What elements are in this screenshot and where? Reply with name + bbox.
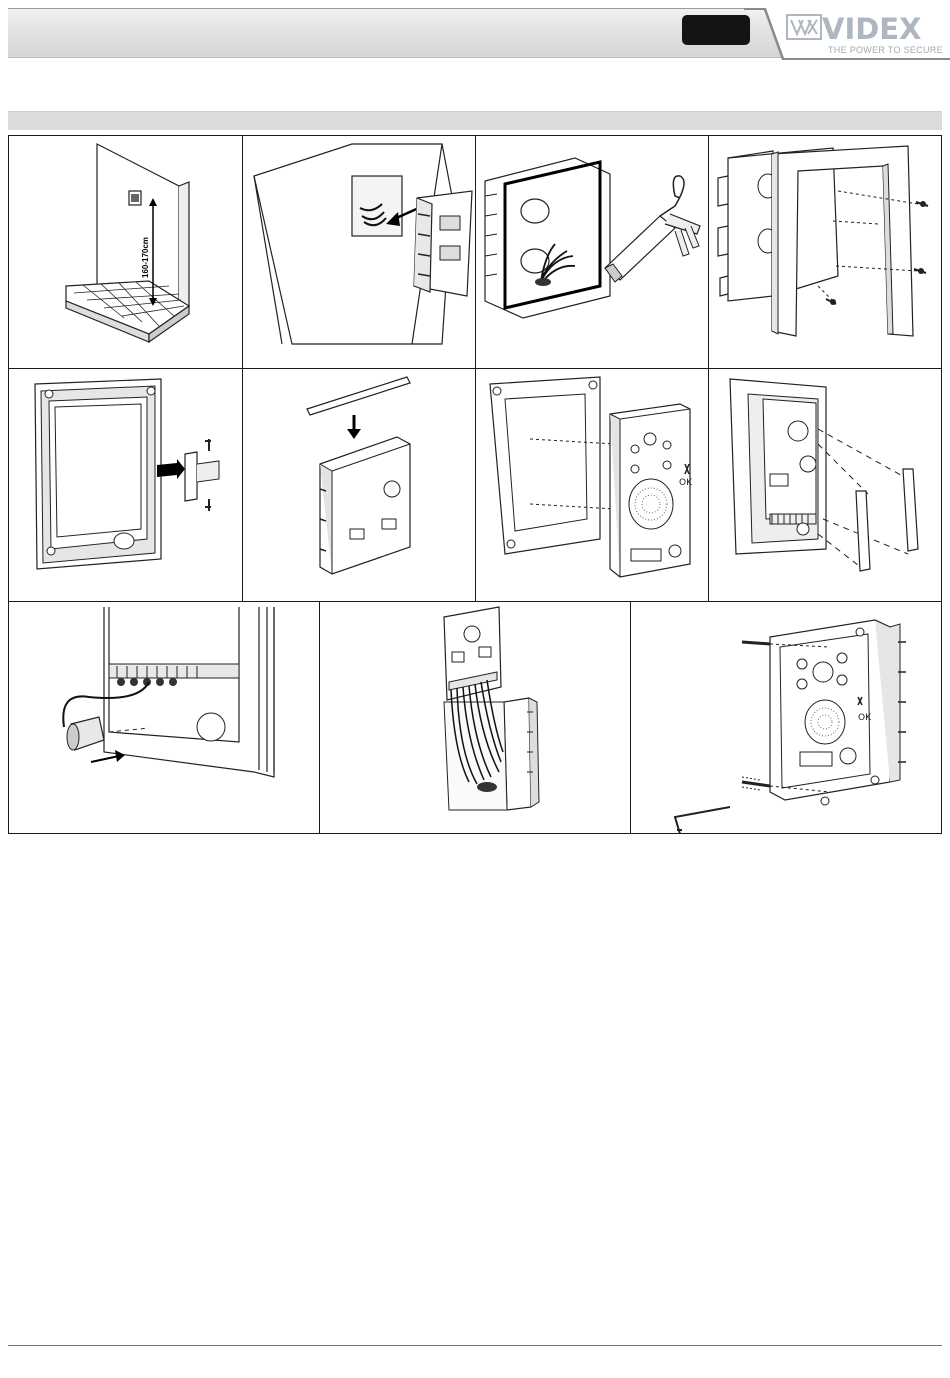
videx-logo: VIDEX THE POWER TO SECURE — [784, 8, 946, 60]
height-label: 160-170cm — [141, 237, 150, 278]
footer-rule — [8, 1345, 942, 1346]
front-ok-label: OK — [858, 713, 872, 723]
connect-plug-icon — [9, 602, 319, 834]
step-1-cell: 160-170cm — [9, 136, 242, 368]
section-tab — [682, 15, 750, 45]
step-2-cell — [242, 136, 475, 368]
step-9-cell — [9, 602, 319, 834]
fit-hood-icon — [708, 136, 941, 368]
insert-backbox-icon — [242, 136, 475, 368]
fit-handles-icon — [708, 369, 941, 601]
instruction-grid: 160-170cm — [8, 135, 942, 834]
section-bar — [8, 111, 942, 130]
logo-mark-icon — [786, 14, 822, 40]
fit-hinge-icon — [9, 369, 242, 601]
step-4-cell — [708, 136, 941, 368]
step-10-cell — [319, 602, 630, 834]
panel-ok-label: OK — [679, 478, 693, 488]
brand-name: VIDEX — [822, 12, 921, 46]
secure-panel-icon: OK — [630, 602, 941, 834]
step-7-cell: OK — [475, 369, 708, 601]
brand-tagline: THE POWER TO SECURE — [828, 45, 943, 55]
mounting-height-icon: 160-170cm — [9, 136, 242, 368]
step-5-cell — [9, 369, 242, 601]
seal-backbox-icon — [475, 136, 708, 368]
step-3-cell — [475, 136, 708, 368]
wiring-icon — [319, 602, 630, 834]
step-6-cell — [242, 369, 475, 601]
fit-seal-strip-icon — [242, 369, 475, 601]
step-11-cell: OK — [630, 602, 941, 834]
step-8-cell — [708, 369, 941, 601]
fit-front-panel-icon: OK — [475, 369, 708, 601]
